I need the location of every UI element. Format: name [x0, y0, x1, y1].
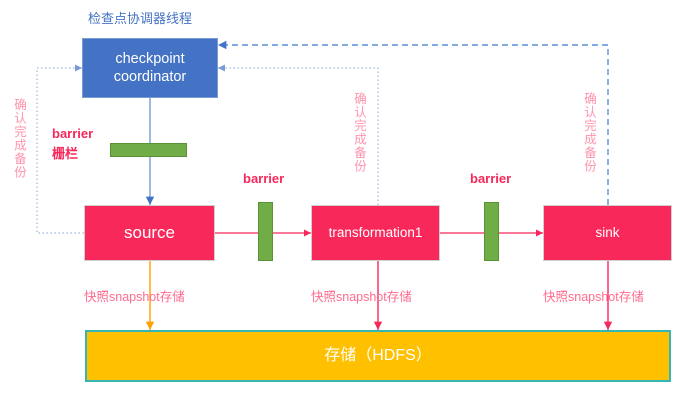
- barrier-label-en: barrier: [52, 126, 94, 141]
- ack-label-sink: 确认完成备份: [582, 92, 596, 173]
- stage-label-sink: sink: [595, 224, 620, 240]
- barrier-bar-main[interactable]: [110, 143, 187, 157]
- barrier-label-mid1: barrier: [243, 171, 285, 186]
- snapshot-label-sink: 快照snapshot存储: [543, 290, 644, 304]
- coordinator-label-line1: checkpoint: [115, 50, 185, 67]
- checkpoint-coordinator-box[interactable]: checkpoint coordinator: [82, 38, 218, 98]
- stage-label-transformation1: transformation1: [328, 224, 423, 240]
- ack-label-transformation: 确认完成备份: [352, 92, 366, 173]
- snapshot-label-source: 快照snapshot存储: [84, 290, 185, 304]
- stage-box-transformation1[interactable]: transformation1: [311, 205, 440, 261]
- snapshot-label-transformation: 快照snapshot存储: [311, 290, 412, 304]
- barrier-label-zh: 栅栏: [52, 146, 79, 161]
- stage-box-source[interactable]: source: [84, 205, 215, 261]
- coordinator-label-line2: coordinator: [113, 69, 187, 85]
- storage-label: 存储（HDFS）: [324, 347, 432, 364]
- barrier-bar-between-source-transformation[interactable]: [258, 202, 273, 261]
- barrier-label-mid2: barrier: [470, 171, 512, 186]
- stage-label-source: source: [123, 223, 176, 243]
- ack-label-source: 确认完成备份: [12, 98, 26, 179]
- barrier-bar-between-transformation-sink[interactable]: [484, 202, 499, 261]
- storage-box-hdfs[interactable]: 存储（HDFS）: [85, 330, 671, 382]
- diagram-title: 检查点协调器线程: [88, 11, 193, 26]
- stage-box-sink[interactable]: sink: [543, 205, 672, 261]
